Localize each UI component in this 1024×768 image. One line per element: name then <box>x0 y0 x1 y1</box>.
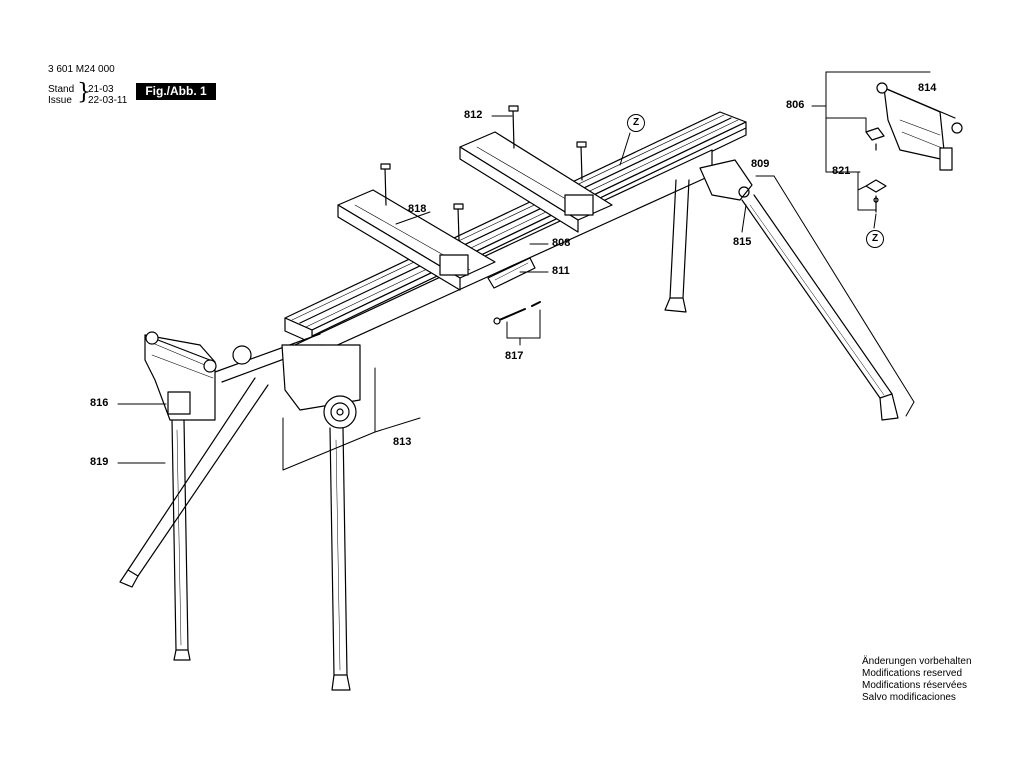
detail-end-support <box>865 82 963 213</box>
bolts <box>380 105 587 241</box>
stand-label: Stand <box>48 84 75 95</box>
callout-819: 819 <box>90 456 109 468</box>
callout-808: 808 <box>552 237 571 249</box>
z-marker-main: Z <box>627 114 645 132</box>
rear-vertical-leg <box>664 179 690 313</box>
figure-label: Fig./Abb. 1 <box>136 83 216 100</box>
callout-811: 811 <box>552 265 570 277</box>
callout-821: 821 <box>832 165 851 177</box>
callout-806: 806 <box>786 99 805 111</box>
callout-813: 813 <box>393 436 412 448</box>
carry-handle <box>487 257 536 289</box>
cross-arm-818 <box>337 189 496 291</box>
front-hub <box>281 344 361 429</box>
note-de: Änderungen vorbehalten <box>862 656 972 667</box>
leader-lines <box>117 71 931 471</box>
callout-812: 812 <box>464 109 483 121</box>
stand-value: 21-03 <box>88 84 114 95</box>
callout-814: 814 <box>918 82 937 94</box>
callout-809: 809 <box>751 158 770 170</box>
rear-hinge <box>699 159 753 201</box>
modification-notes: Änderungen vorbehalten Modifications res… <box>862 656 972 704</box>
issue-label: Issue <box>48 95 72 106</box>
z-marker-detail: Z <box>866 230 884 248</box>
callout-817: 817 <box>505 350 524 362</box>
issue-value: 22-03-11 <box>88 95 128 106</box>
front-center-leg <box>329 427 351 691</box>
note-fr: Modifications réservées <box>862 680 968 691</box>
callout-815: 815 <box>733 236 752 248</box>
main-beam <box>284 111 747 363</box>
callout-816: 816 <box>90 397 109 409</box>
callout-818: 818 <box>408 203 427 215</box>
note-es: Salvo modificaciones <box>862 692 956 703</box>
header-brace: } <box>77 80 91 105</box>
cross-arm-812 <box>459 131 613 233</box>
pins-817 <box>493 301 541 325</box>
note-en: Modifications reserved <box>862 668 963 679</box>
front-support-bracket <box>144 331 217 421</box>
part-number: 3 601 M24 000 <box>48 64 115 75</box>
front-left-leg <box>171 419 191 661</box>
front-diagonal-leg <box>119 377 269 588</box>
rear-diagonal-leg <box>741 194 899 421</box>
